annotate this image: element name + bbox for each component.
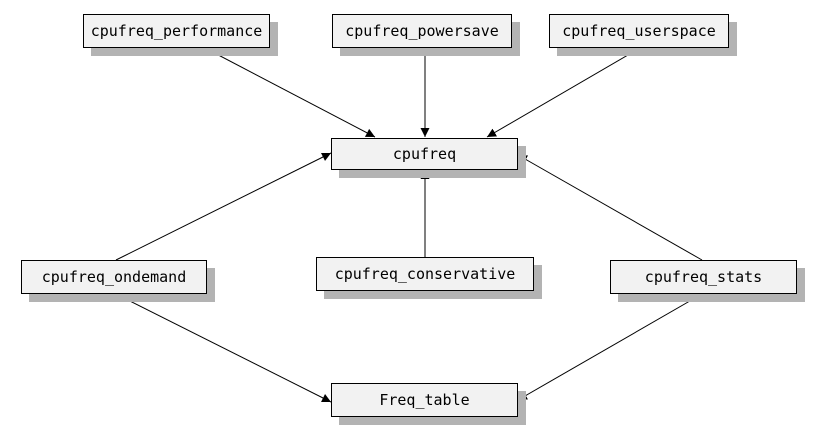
node-cpufreq-powersave: cpufreq_powersave bbox=[332, 14, 512, 48]
node-cpufreq-userspace: cpufreq_userspace bbox=[549, 14, 729, 48]
node-cpufreq-performance: cpufreq_performance bbox=[83, 14, 270, 48]
node-freq-table: Freq_table bbox=[331, 383, 518, 417]
edge-userspace-to-core bbox=[486, 47, 641, 138]
node-cpufreq-ondemand: cpufreq_ondemand bbox=[21, 260, 207, 294]
edge-ondemand-to-freq_table bbox=[115, 293, 332, 403]
node-cpufreq: cpufreq bbox=[331, 138, 518, 170]
edge-stats-to-freq_table bbox=[517, 293, 703, 401]
edge-stats-to-core bbox=[517, 154, 703, 261]
node-cpufreq-conservative: cpufreq_conservative bbox=[316, 257, 534, 291]
edge-performance-to-core bbox=[204, 47, 376, 138]
edge-ondemand-to-core bbox=[115, 152, 332, 261]
node-cpufreq-stats: cpufreq_stats bbox=[610, 260, 797, 294]
